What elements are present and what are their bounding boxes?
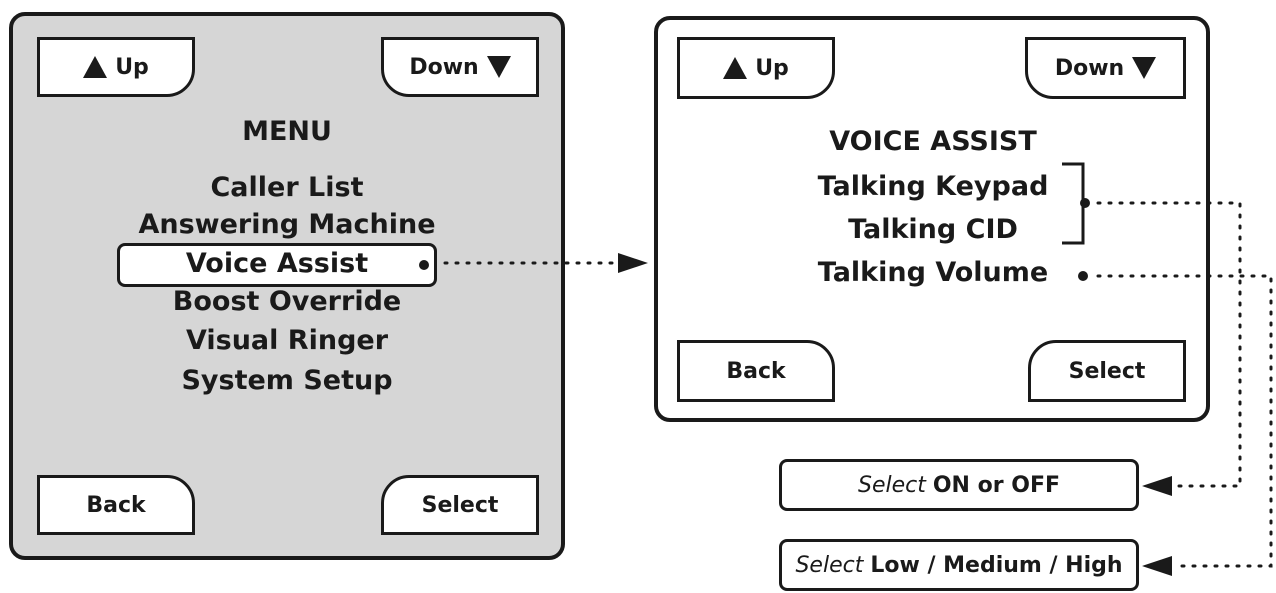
menu-item-answering-machine[interactable]: Answering Machine: [138, 209, 436, 240]
select-label: Select: [421, 492, 499, 518]
back-label: Back: [86, 492, 146, 518]
item-talking-cid[interactable]: Talking CID: [848, 214, 1018, 245]
keypad-cid-bracket: [1062, 162, 1085, 245]
menu-item-visual-ringer[interactable]: Visual Ringer: [185, 325, 389, 356]
volume-connector: [1096, 274, 1273, 568]
up-label: Up: [755, 55, 789, 81]
up-arrow-icon: [83, 56, 108, 78]
select-button[interactable]: Select: [381, 475, 539, 535]
down-arrow-icon: [1132, 57, 1157, 79]
on-off-prefix: Select: [857, 472, 926, 498]
select-button[interactable]: Select: [1028, 340, 1186, 402]
down-label: Down: [1054, 55, 1125, 81]
up-label: Up: [115, 54, 149, 80]
keypad-cid-dot: [1080, 198, 1090, 208]
select-label: Select: [1068, 358, 1146, 384]
on-off-arrow-head: [1142, 476, 1172, 496]
back-button[interactable]: Back: [37, 475, 195, 535]
menu-item-caller-list[interactable]: Caller List: [210, 172, 364, 203]
talking-volume-dot: [1078, 271, 1088, 281]
on-off-text: ON or OFF: [932, 472, 1061, 498]
item-talking-volume[interactable]: Talking Volume: [817, 257, 1049, 288]
menu-item-boost-override[interactable]: Boost Override: [172, 286, 402, 317]
selected-item-highlight: [117, 243, 437, 287]
voice-assist-arrow-head: [618, 253, 648, 273]
up-button[interactable]: Up: [37, 37, 195, 97]
volume-result-box: Select Low / Medium / High: [779, 539, 1139, 591]
down-arrow-icon: [486, 56, 511, 78]
voice-assist-title: VOICE ASSIST: [829, 126, 1037, 157]
up-button[interactable]: Up: [677, 37, 835, 99]
up-arrow-icon: [723, 57, 748, 79]
down-button[interactable]: Down: [381, 37, 539, 97]
menu-title: MENU: [242, 116, 332, 147]
down-button[interactable]: Down: [1025, 37, 1186, 99]
volume-prefix: Select: [795, 552, 864, 578]
item-talking-keypad[interactable]: Talking Keypad: [817, 171, 1049, 202]
on-off-connector: [1096, 201, 1242, 488]
on-off-result-box: Select ON or OFF: [779, 459, 1139, 511]
down-label: Down: [409, 54, 479, 80]
volume-text: Low / Medium / High: [870, 552, 1123, 578]
menu-item-system-setup[interactable]: System Setup: [181, 365, 393, 396]
voice-assist-connector-dot: [419, 260, 429, 270]
back-button[interactable]: Back: [677, 340, 835, 402]
menu-screen: Up Down MENU Caller List Answering Machi…: [9, 12, 565, 560]
back-label: Back: [726, 358, 786, 384]
menu-item-voice-assist[interactable]: Voice Assist: [185, 248, 369, 279]
voice-assist-screen: Up Down VOICE ASSIST Talking Keypad Talk…: [654, 16, 1210, 422]
volume-arrow-head: [1142, 556, 1172, 576]
